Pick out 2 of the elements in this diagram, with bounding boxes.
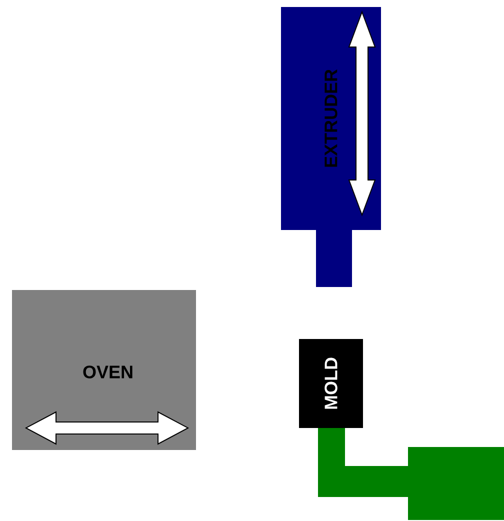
oven-box: OVEN xyxy=(12,290,196,450)
mold-box: MOLD xyxy=(299,339,363,428)
